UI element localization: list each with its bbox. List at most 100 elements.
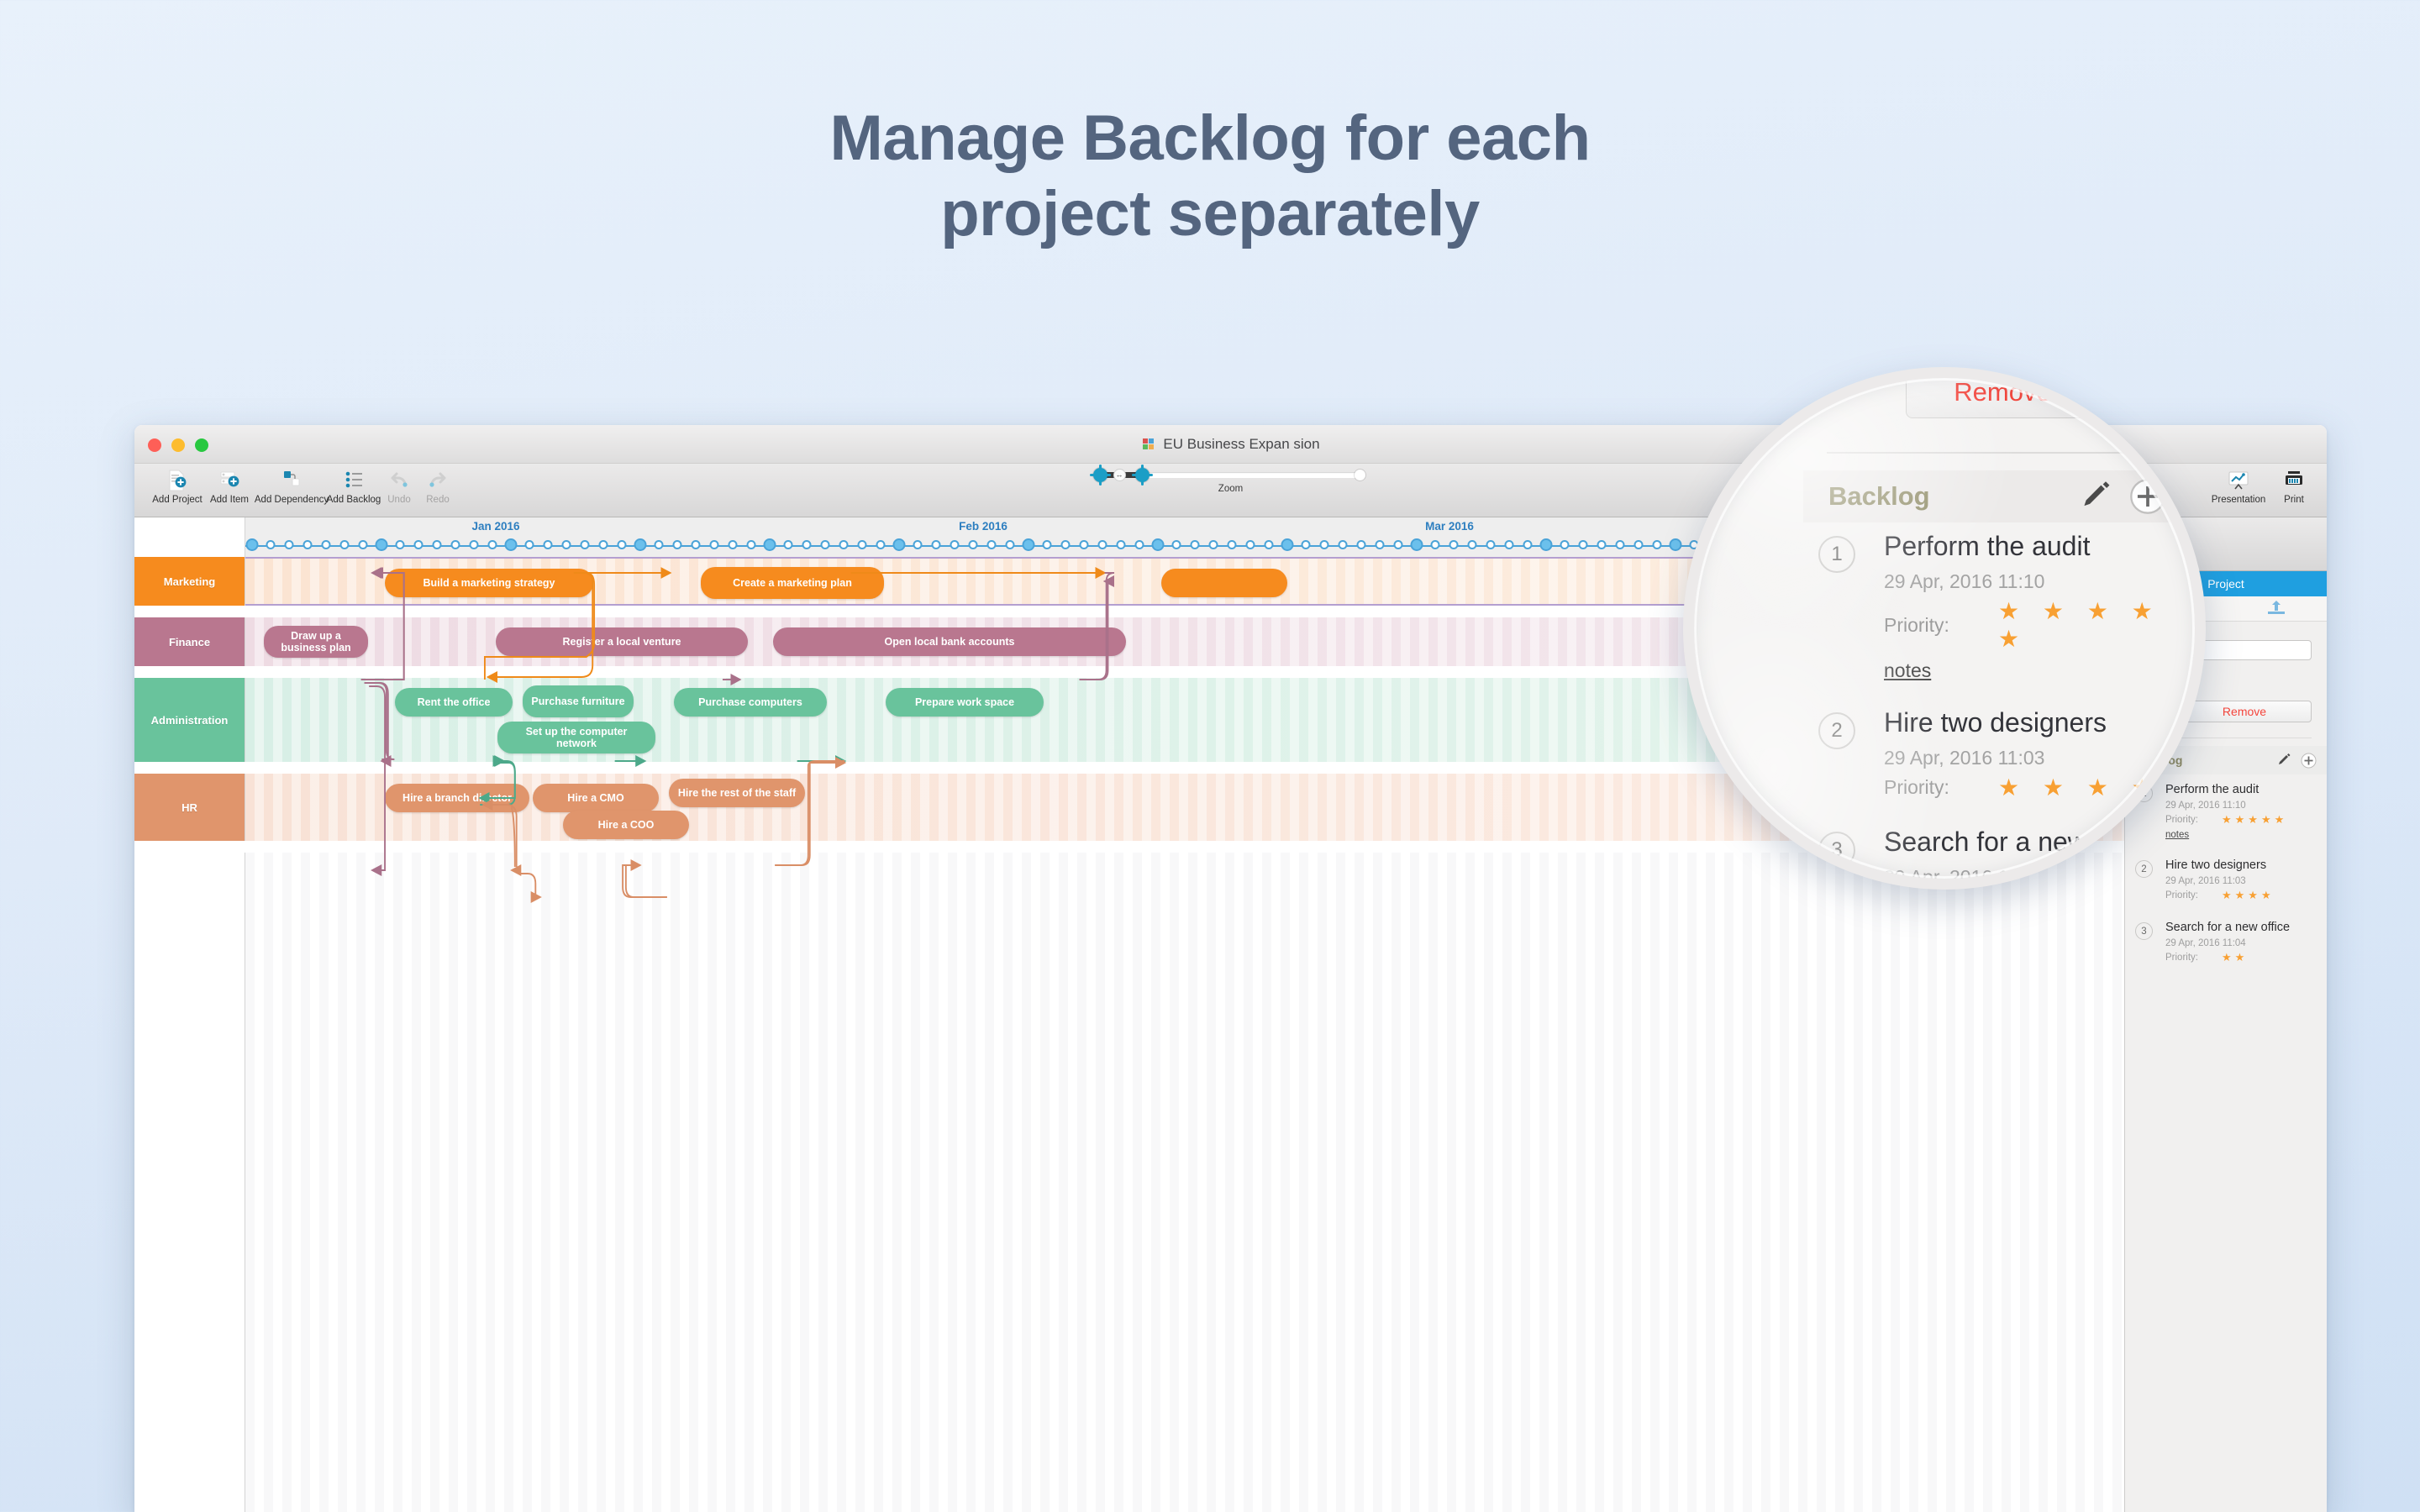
timeline-week-marker[interactable] bbox=[1022, 538, 1035, 551]
backlog-item-priority[interactable]: Priority:★★★★ bbox=[2165, 889, 2315, 902]
timeline-day-tick[interactable] bbox=[561, 540, 571, 549]
timeline-day-tick[interactable] bbox=[1356, 540, 1366, 549]
minimize-window-button[interactable] bbox=[171, 438, 185, 452]
timeline-week-marker[interactable] bbox=[1151, 538, 1165, 551]
timeline-day-tick[interactable] bbox=[783, 540, 793, 549]
timeline-day-tick[interactable] bbox=[1245, 540, 1255, 549]
timeline-day-tick[interactable] bbox=[672, 540, 682, 549]
plus-circle-icon[interactable] bbox=[2301, 753, 2317, 769]
timeline-day-tick[interactable] bbox=[432, 540, 442, 549]
timeline-day-tick[interactable] bbox=[1171, 540, 1181, 549]
magnified-remove-button[interactable]: Remove bbox=[1906, 378, 2099, 418]
timeline-day-tick[interactable] bbox=[1375, 540, 1385, 549]
timeline-day-tick[interactable] bbox=[413, 540, 424, 549]
timeline-day-tick[interactable] bbox=[1338, 540, 1348, 549]
timeline-day-tick[interactable] bbox=[1449, 540, 1459, 549]
timeline-day-tick[interactable] bbox=[266, 540, 276, 549]
task-bar[interactable]: Prepare work space bbox=[886, 688, 1044, 717]
timeline-day-tick[interactable] bbox=[358, 540, 368, 549]
magnified-item-title[interactable]: Perform the audit bbox=[1884, 531, 2091, 561]
timeline-day-tick[interactable] bbox=[321, 540, 331, 549]
zoom-slider-mid-handle[interactable]: ↔ bbox=[1113, 469, 1126, 481]
magnified-item-notes-link[interactable]: notes bbox=[1884, 659, 1932, 681]
priority-stars[interactable]: ★★★★ bbox=[2221, 889, 2275, 901]
plus-circle-icon[interactable] bbox=[2129, 478, 2166, 515]
add-dependency-button[interactable]: Add Dependency bbox=[255, 465, 329, 505]
timeline-day-tick[interactable] bbox=[1301, 540, 1311, 549]
timeline-day-tick[interactable] bbox=[968, 540, 978, 549]
timeline-day-tick[interactable] bbox=[820, 540, 830, 549]
timeline-day-tick[interactable] bbox=[709, 540, 719, 549]
timeline-day-tick[interactable] bbox=[691, 540, 701, 549]
timeline-day-tick[interactable] bbox=[1597, 540, 1607, 549]
zoom-range-start-handle[interactable] bbox=[1089, 465, 1111, 486]
timeline-day-tick[interactable] bbox=[839, 540, 849, 549]
timeline-day-tick[interactable] bbox=[857, 540, 867, 549]
backlog-item-priority[interactable]: Priority:★★ bbox=[2165, 951, 2315, 964]
timeline-day-tick[interactable] bbox=[395, 540, 405, 549]
timeline-week-marker[interactable] bbox=[634, 538, 647, 551]
row-label-finance[interactable]: Finance bbox=[134, 617, 245, 666]
timeline-day-tick[interactable] bbox=[1652, 540, 1662, 549]
timeline-day-tick[interactable] bbox=[1097, 540, 1107, 549]
task-bar[interactable]: Purchase computers bbox=[674, 688, 827, 717]
timeline-week-marker[interactable] bbox=[245, 538, 259, 551]
presentation-button[interactable]: Presentation bbox=[2202, 465, 2275, 505]
timeline-day-tick[interactable] bbox=[1005, 540, 1015, 549]
maximize-window-button[interactable] bbox=[195, 438, 208, 452]
timeline-day-tick[interactable] bbox=[339, 540, 350, 549]
timeline-day-tick[interactable] bbox=[1264, 540, 1274, 549]
timeline-day-tick[interactable] bbox=[450, 540, 460, 549]
task-bar[interactable]: Register a local venture bbox=[496, 627, 748, 656]
timeline-day-tick[interactable] bbox=[986, 540, 997, 549]
task-bar[interactable]: Hire the rest of the staff bbox=[669, 779, 805, 807]
task-bar[interactable]: Open local bank accounts bbox=[773, 627, 1126, 656]
timeline-day-tick[interactable] bbox=[524, 540, 534, 549]
timeline-day-tick[interactable] bbox=[1634, 540, 1644, 549]
timeline-week-marker[interactable] bbox=[892, 538, 906, 551]
timeline-day-tick[interactable] bbox=[1578, 540, 1588, 549]
task-bar[interactable] bbox=[1161, 569, 1287, 597]
timeline-day-tick[interactable] bbox=[1393, 540, 1403, 549]
timeline-week-marker[interactable] bbox=[1669, 538, 1682, 551]
priority-stars[interactable]: ★ ★ ★ ★ bbox=[1997, 774, 2161, 801]
timeline-day-tick[interactable] bbox=[950, 540, 960, 549]
task-bar[interactable]: Hire a COO bbox=[563, 811, 689, 839]
task-bar[interactable]: Build a marketing strategy bbox=[385, 569, 593, 597]
timeline-day-tick[interactable] bbox=[913, 540, 923, 549]
timeline-day-tick[interactable] bbox=[1319, 540, 1329, 549]
zoom-slider-end-dot[interactable] bbox=[1354, 470, 1365, 480]
timeline-week-marker[interactable] bbox=[763, 538, 776, 551]
timeline-day-tick[interactable] bbox=[1486, 540, 1496, 549]
timeline-day-tick[interactable] bbox=[1042, 540, 1052, 549]
timeline-day-tick[interactable] bbox=[1615, 540, 1625, 549]
priority-stars[interactable]: ★★ bbox=[2221, 951, 2249, 963]
timeline-day-tick[interactable] bbox=[543, 540, 553, 549]
timeline-week-marker[interactable] bbox=[1410, 538, 1423, 551]
task-bar[interactable]: Create a marketing plan bbox=[701, 567, 884, 599]
timeline-day-tick[interactable] bbox=[1060, 540, 1071, 549]
timeline-day-tick[interactable] bbox=[1523, 540, 1533, 549]
redo-button[interactable]: Redo bbox=[418, 465, 457, 505]
task-bar[interactable]: Purchase furniture bbox=[523, 685, 634, 717]
remove-button[interactable]: Remove bbox=[2177, 701, 2312, 722]
row-label-hr[interactable]: HR bbox=[134, 774, 245, 841]
magnified-item-priority[interactable]: Priority:★ ★ ★ ★ ★ bbox=[1884, 597, 2195, 653]
task-bar[interactable]: Rent the office bbox=[395, 688, 513, 717]
timeline-day-tick[interactable] bbox=[284, 540, 294, 549]
timeline-day-tick[interactable] bbox=[876, 540, 886, 549]
timeline-day-tick[interactable] bbox=[487, 540, 497, 549]
timeline-day-tick[interactable] bbox=[1079, 540, 1089, 549]
timeline-day-tick[interactable] bbox=[802, 540, 812, 549]
priority-stars[interactable]: ★ ★ ★ ★ ★ bbox=[1997, 598, 2161, 652]
timeline-week-marker[interactable] bbox=[504, 538, 518, 551]
print-button[interactable]: Print bbox=[2275, 465, 2313, 505]
timeline-day-tick[interactable] bbox=[598, 540, 608, 549]
timeline-day-tick[interactable] bbox=[728, 540, 738, 549]
add-item-button[interactable]: Add Item bbox=[203, 465, 255, 505]
row-label-marketing[interactable]: Marketing bbox=[134, 557, 245, 606]
timeline-day-tick[interactable] bbox=[746, 540, 756, 549]
